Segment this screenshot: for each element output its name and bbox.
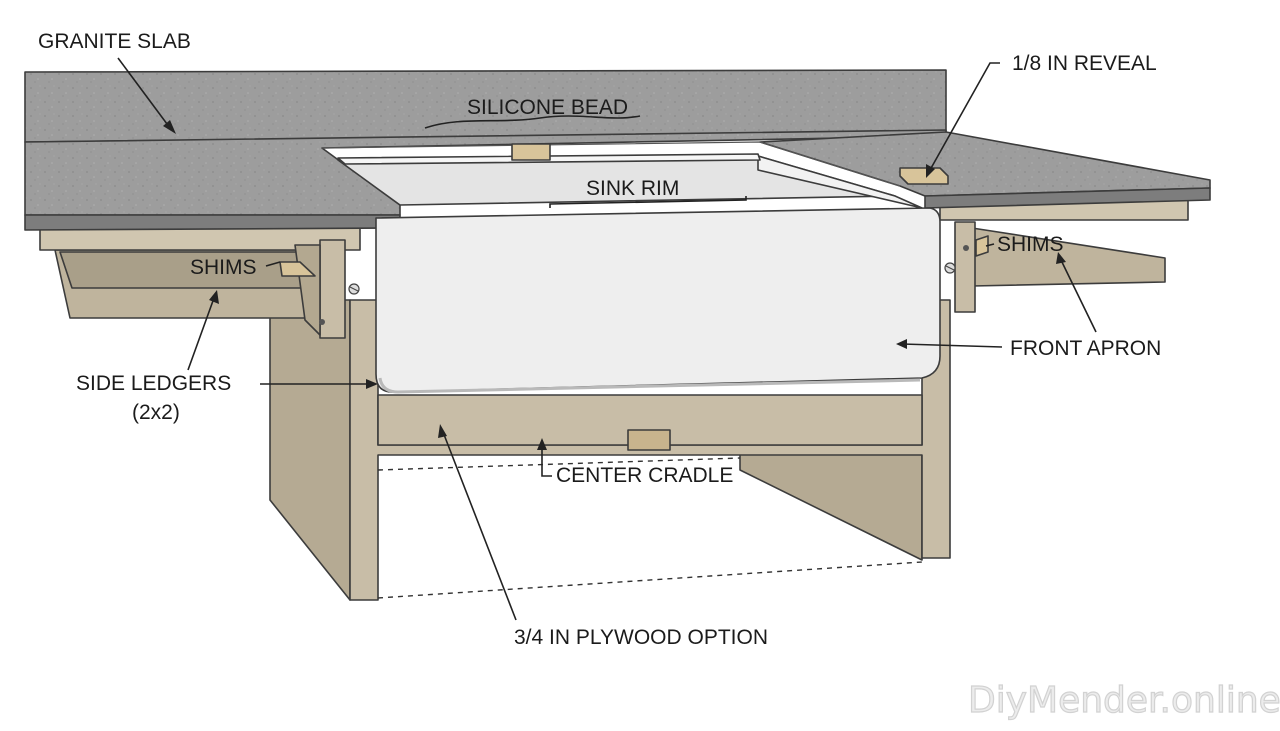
right-shim	[975, 235, 989, 257]
support-cradle	[269, 299, 951, 601]
label-side-ledgers-size: (2x2)	[132, 401, 180, 424]
label-plywood-option: 3/4 IN PLYWOOD OPTION	[514, 626, 768, 649]
label-silicone-bead: SILICONE BEAD	[467, 96, 628, 119]
granite-slab	[24, 69, 1211, 231]
label-reveal: 1/8 IN REVEAL	[1012, 52, 1157, 75]
leader-lines	[117, 57, 1097, 621]
right-side-ledger	[939, 197, 1189, 313]
watermark: DiyMender.online	[968, 680, 1280, 721]
left-shim	[279, 261, 316, 277]
label-center-cradle: CENTER CRADLE	[556, 464, 733, 487]
label-sink-rim: SINK RIM	[586, 177, 679, 200]
label-shims-right: SHIMS	[997, 233, 1064, 256]
labels: GRANITE SLAB SILICONE BEAD 1/8 IN REVEAL…	[38, 30, 1161, 649]
label-side-ledgers: SIDE LEDGERS	[76, 372, 231, 395]
reveal-blocks	[511, 143, 949, 185]
left-side-ledger	[39, 227, 361, 339]
farmhouse-sink	[337, 153, 956, 394]
label-front-apron: FRONT APRON	[1010, 337, 1161, 360]
label-shims-left: SHIMS	[190, 256, 257, 279]
label-granite-slab: GRANITE SLAB	[38, 30, 191, 53]
